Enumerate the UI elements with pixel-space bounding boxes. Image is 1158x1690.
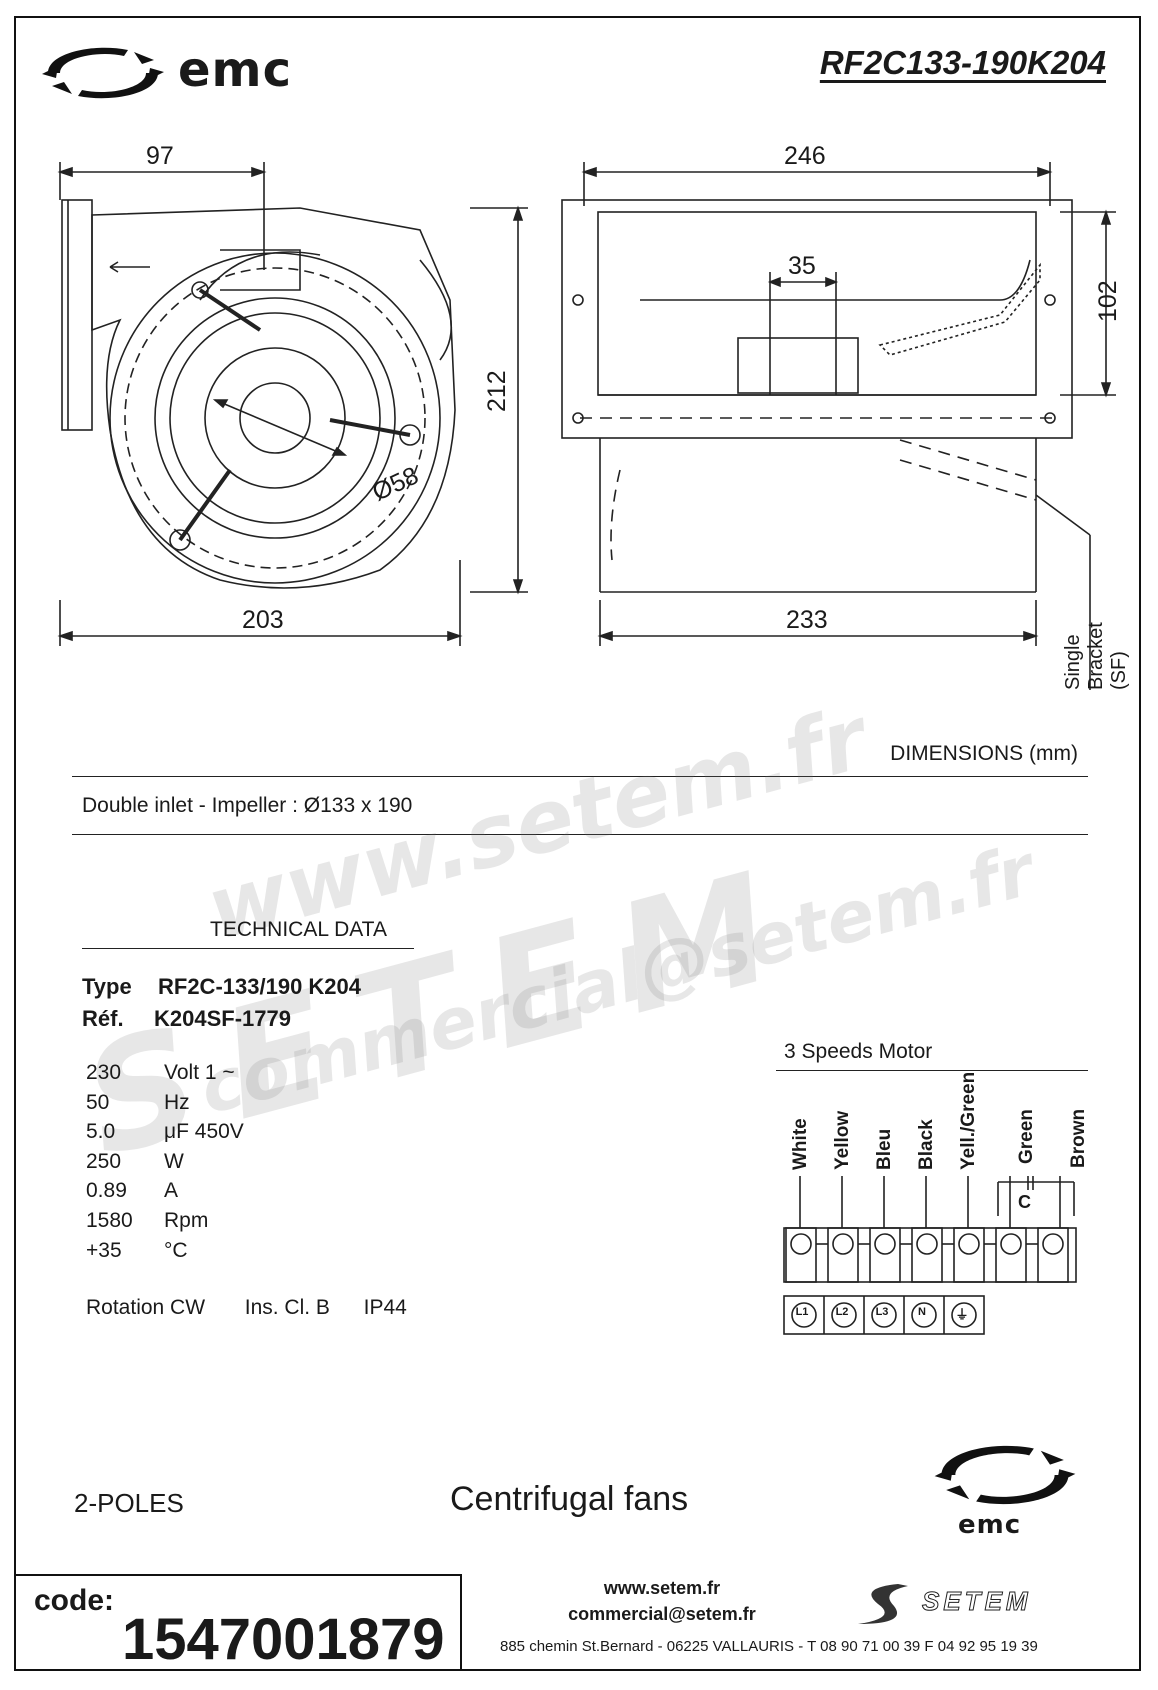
wire-label-white: White (790, 1118, 811, 1170)
brand-name-bottom: emc (958, 1510, 1022, 1540)
dim-side-inner: 35 (788, 252, 816, 280)
emc-swirl-icon (42, 47, 164, 99)
wire-label-brown: Brown (1068, 1108, 1089, 1168)
terminal-n: N (918, 1306, 926, 1318)
terminal-ground: ⏚ (955, 1307, 969, 1322)
emc-swirl-icon (934, 1445, 1076, 1505)
type-label: Type (82, 974, 132, 999)
category: Centrifugal fans (450, 1480, 689, 1518)
emc-logo-bottom: emc (930, 1430, 1080, 1550)
motor-underline (776, 1070, 1088, 1071)
model-title: RF2C133-190K204 (819, 44, 1106, 81)
ref-row: Réf. K204SF-1779 (82, 1006, 291, 1032)
code-box: code: 1547001879 (16, 1574, 462, 1672)
code-label: code: (34, 1584, 115, 1617)
page-frame (14, 16, 1141, 1671)
terminal-l2: L2 (835, 1306, 849, 1318)
dim-front-height: 212 (483, 370, 511, 412)
dim-front-bottom: 203 (242, 606, 284, 634)
dim-bracket: Single Bracket (SF) (1062, 622, 1130, 690)
rating-row: Rotation CW Ins. Cl. B IP44 (86, 1296, 407, 1320)
technical-underline (82, 948, 414, 949)
divider-bottom (72, 834, 1088, 835)
ref-value: K204SF-1779 (154, 1006, 291, 1031)
wire-label-yellgreen: Yell./Green (958, 1071, 979, 1170)
rotation: Rotation CW (86, 1296, 206, 1319)
dim-front-top: 97 (146, 142, 174, 170)
wiring-diagram (783, 1176, 1077, 1335)
emc-logo: emc (38, 38, 318, 108)
setem-swoosh-icon (858, 1584, 908, 1624)
technical-heading: TECHNICAL DATA (210, 918, 387, 941)
terminal-l1: L1 (795, 1306, 809, 1318)
footer-web[interactable]: www.setem.fr (603, 1578, 721, 1598)
type-value: RF2C-133/190 K204 (158, 974, 362, 999)
poles: 2-POLES (74, 1488, 184, 1518)
brand-name: emc (178, 42, 293, 98)
wire-label-yellow: Yellow (832, 1110, 853, 1170)
dimensions-label: DIMENSIONS (mm) (890, 742, 1078, 765)
divider-top (72, 776, 1088, 777)
setem-logo: SETEM (848, 1578, 1108, 1628)
terminal-l3: L3 (875, 1306, 889, 1318)
motor-heading: 3 Speeds Motor (784, 1040, 933, 1063)
ref-label: Réf. (82, 1006, 124, 1031)
capacitor-label: C (1018, 1192, 1031, 1212)
dim-side-top: 246 (784, 142, 826, 170)
wire-label-green: Green (1016, 1109, 1037, 1164)
insulation: Ins. Cl. B (244, 1296, 330, 1319)
footer-email[interactable]: commercial@setem.fr (568, 1604, 756, 1624)
wire-label-black: Black (916, 1119, 937, 1170)
footer-address: 885 chemin St.Bernard - 06225 VALLAURIS … (500, 1638, 1038, 1655)
type-row: Type RF2C-133/190 K204 (82, 974, 361, 1000)
setem-brand: SETEM (922, 1586, 1032, 1617)
dim-side-height: 102 (1094, 280, 1122, 322)
code-value: 1547001879 (122, 1607, 445, 1672)
wire-label-bleu: Bleu (874, 1128, 895, 1170)
spec-row: +35°C (86, 1238, 188, 1262)
dim-side-bottom: 233 (786, 606, 828, 634)
technical-drawing (57, 162, 1116, 690)
ip-rating: IP44 (363, 1296, 407, 1319)
description: Double inlet - Impeller : Ø133 x 190 (82, 794, 413, 817)
